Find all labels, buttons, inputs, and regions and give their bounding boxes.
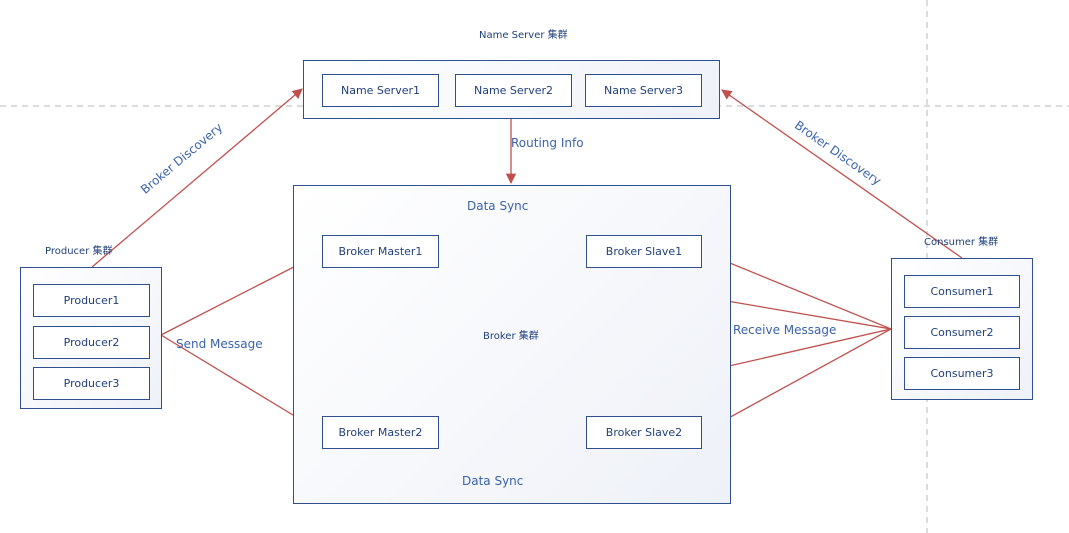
consumer-3[interactable]: Consumer3 [904,357,1020,390]
consumer-1[interactable]: Consumer1 [904,275,1020,308]
name-server-3[interactable]: Name Server3 [585,74,702,107]
producer-cluster-label: Producer 集群 [45,246,113,257]
receive-message-arrow-slave2 [702,328,892,433]
consumer-2[interactable]: Consumer2 [904,316,1020,349]
receive-message-arrow-slave1 [702,250,892,330]
name-server-cluster-label: Name Server 集群 [479,30,568,41]
producer-2[interactable]: Producer2 [33,326,150,359]
consumer-cluster-label: Consumer 集群 [924,237,999,248]
name-server-2[interactable]: Name Server2 [455,74,572,107]
receive-message-label: Receive Message [733,323,837,337]
broker-slave2[interactable]: Broker Slave2 [586,416,702,449]
broker-cluster [293,185,731,504]
broker-slave1[interactable]: Broker Slave1 [586,235,702,268]
broker-cluster-label: Broker 集群 [483,331,539,342]
producer-3[interactable]: Producer3 [33,367,150,400]
send-message-label: Send Message [176,337,263,351]
data-sync-top-label: Data Sync [467,199,529,213]
name-server-1[interactable]: Name Server1 [322,74,439,107]
producer-1[interactable]: Producer1 [33,284,150,317]
broker-discovery-right-arrow [721,89,963,259]
broker-master2[interactable]: Broker Master2 [322,416,439,449]
broker-discovery-left-arrow [91,88,303,268]
data-sync-bottom-label: Data Sync [462,474,524,488]
routing-info-label: Routing Info [511,136,584,150]
broker-master1[interactable]: Broker Master1 [322,235,439,268]
